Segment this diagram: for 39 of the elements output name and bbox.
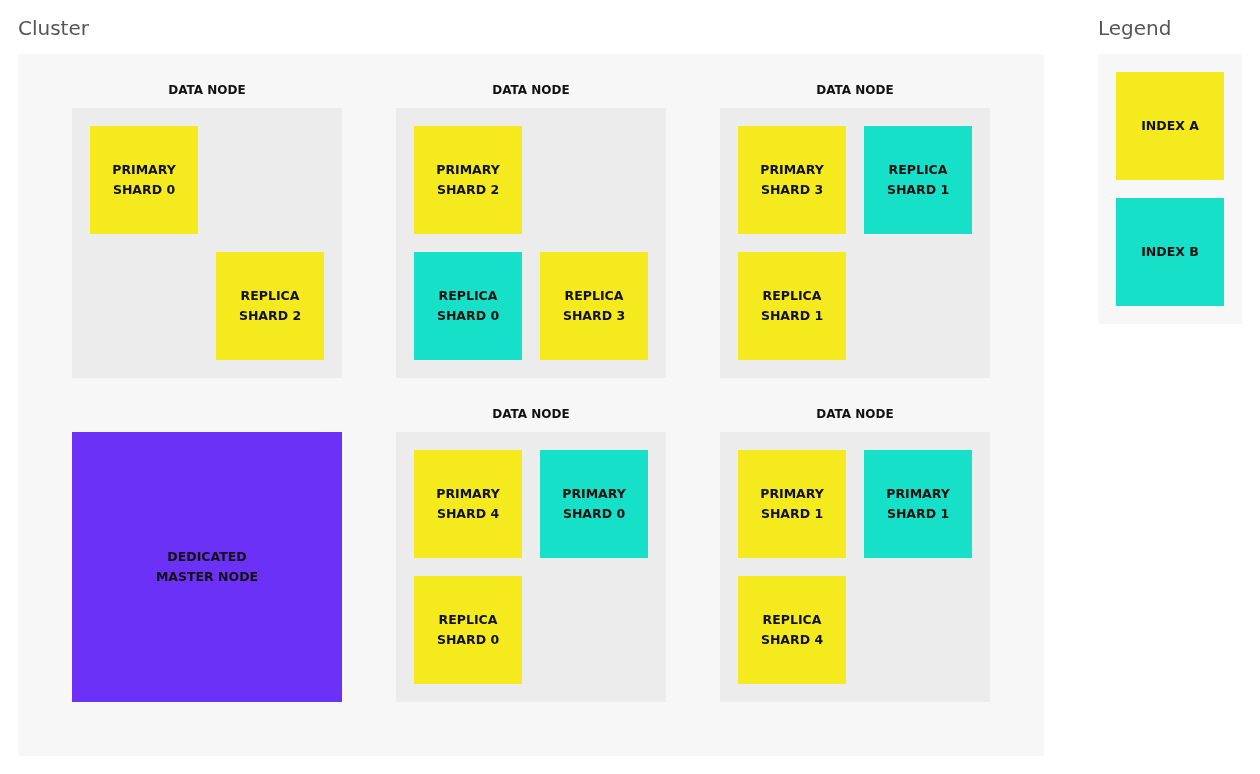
shard-box	[540, 450, 648, 558]
shard-box	[216, 252, 324, 360]
node-heading: DATA NODE	[167, 83, 247, 97]
legend-label: INDEX A	[1140, 117, 1200, 135]
shard-label: REPLICA SHARD 1	[885, 161, 951, 199]
master-node-box	[72, 432, 342, 702]
shard-label: PRIMARY SHARD 0	[111, 161, 177, 199]
shard-label: REPLICA SHARD 2	[237, 287, 303, 325]
shard-label: PRIMARY SHARD 1	[885, 485, 951, 523]
shard-label: PRIMARY SHARD 4	[435, 485, 501, 523]
shard-box	[738, 576, 846, 684]
shard-box	[738, 126, 846, 234]
shard-box	[414, 576, 522, 684]
shard-box	[414, 450, 522, 558]
shard-label: REPLICA SHARD 0	[435, 287, 501, 325]
shard-box	[864, 450, 972, 558]
shard-label: PRIMARY SHARD 3	[759, 161, 825, 199]
node-heading: DATA NODE	[815, 83, 895, 97]
shard-box	[864, 126, 972, 234]
shard-label: PRIMARY SHARD 1	[759, 485, 825, 523]
legend-heading: Legend	[1098, 16, 1172, 40]
node-heading: DATA NODE	[491, 83, 571, 97]
shard-box	[414, 252, 522, 360]
shard-label: REPLICA SHARD 4	[759, 611, 825, 649]
shard-label: PRIMARY SHARD 0	[561, 485, 627, 523]
shard-box	[90, 126, 198, 234]
shard-box	[414, 126, 522, 234]
legend-label: INDEX B	[1140, 243, 1200, 261]
node-label: DEDICATED MASTER NODE	[154, 548, 260, 586]
shard-label: REPLICA SHARD 1	[759, 287, 825, 325]
shard-box	[738, 252, 846, 360]
shard-label: REPLICA SHARD 3	[561, 287, 627, 325]
shard-box	[540, 252, 648, 360]
node-heading: DATA NODE	[491, 407, 571, 421]
node-heading: DATA NODE	[815, 407, 895, 421]
section-heading: Cluster	[18, 16, 89, 40]
shard-box	[738, 450, 846, 558]
shard-label: REPLICA SHARD 0	[435, 611, 501, 649]
shard-label: PRIMARY SHARD 2	[435, 161, 501, 199]
